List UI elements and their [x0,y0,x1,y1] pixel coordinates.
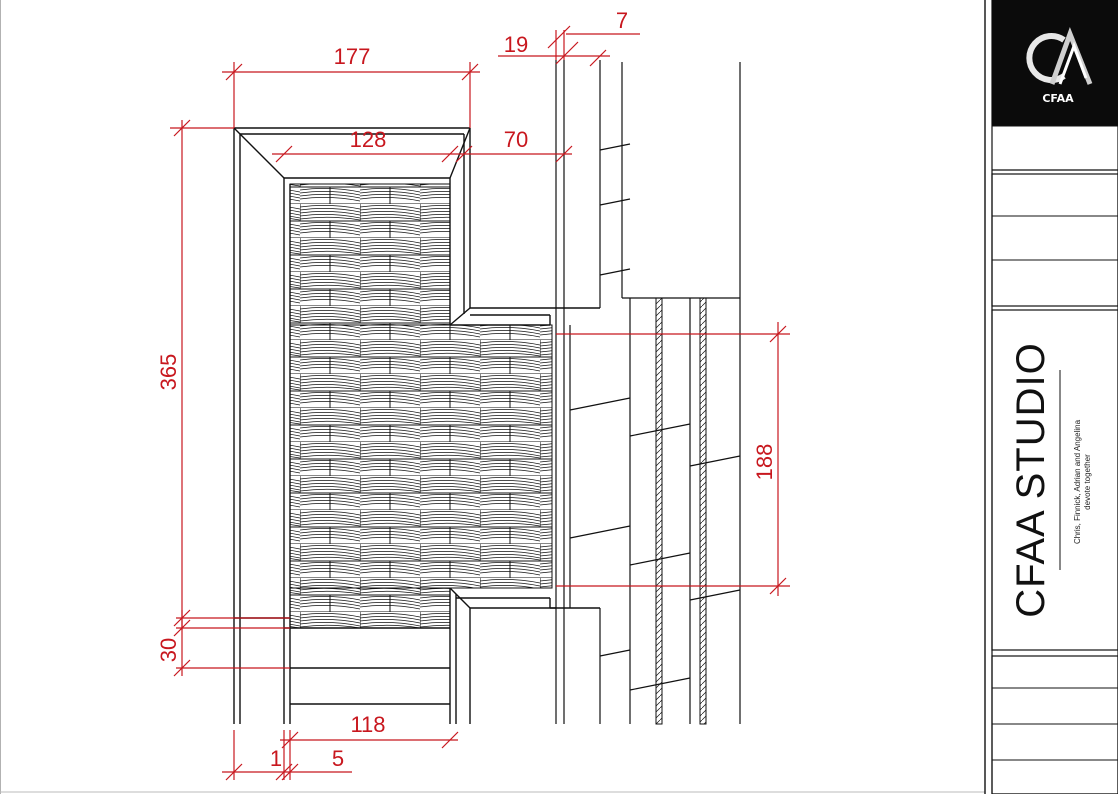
dim-177: 177 [334,44,371,69]
dim-70: 70 [504,127,528,152]
dim-188: 188 [752,444,777,481]
brick-infill-upper [289,183,451,326]
dimension-lines [170,25,790,781]
title-block: CFAA CFAA STUDIO Chris, Finnick, Adrian … [984,0,1118,794]
studio-name: CFAA STUDIO [1009,342,1053,618]
dim-7: 7 [616,8,628,33]
steel-post-right [699,297,707,725]
tagline-line1: Chris, Finnick, Adrian and Angelina [1073,419,1082,544]
dim-118: 118 [350,712,385,737]
logo-text: CFAA [1042,92,1074,105]
logo-panel [992,0,1118,126]
brick-infill-bottom [289,587,451,629]
dim-5: 5 [332,746,344,771]
brick-infill-lower [289,324,553,589]
dim-30: 30 [156,638,181,662]
dim-1: 1 [270,746,282,771]
steel-post-left [655,297,663,725]
dim-365: 365 [156,354,181,391]
wall-section [555,60,741,724]
dim-128: 128 [350,127,387,152]
tagline-line2: devote together [1083,454,1092,510]
cfaa-logo-icon [1026,26,1093,85]
dim-19: 19 [504,32,528,57]
